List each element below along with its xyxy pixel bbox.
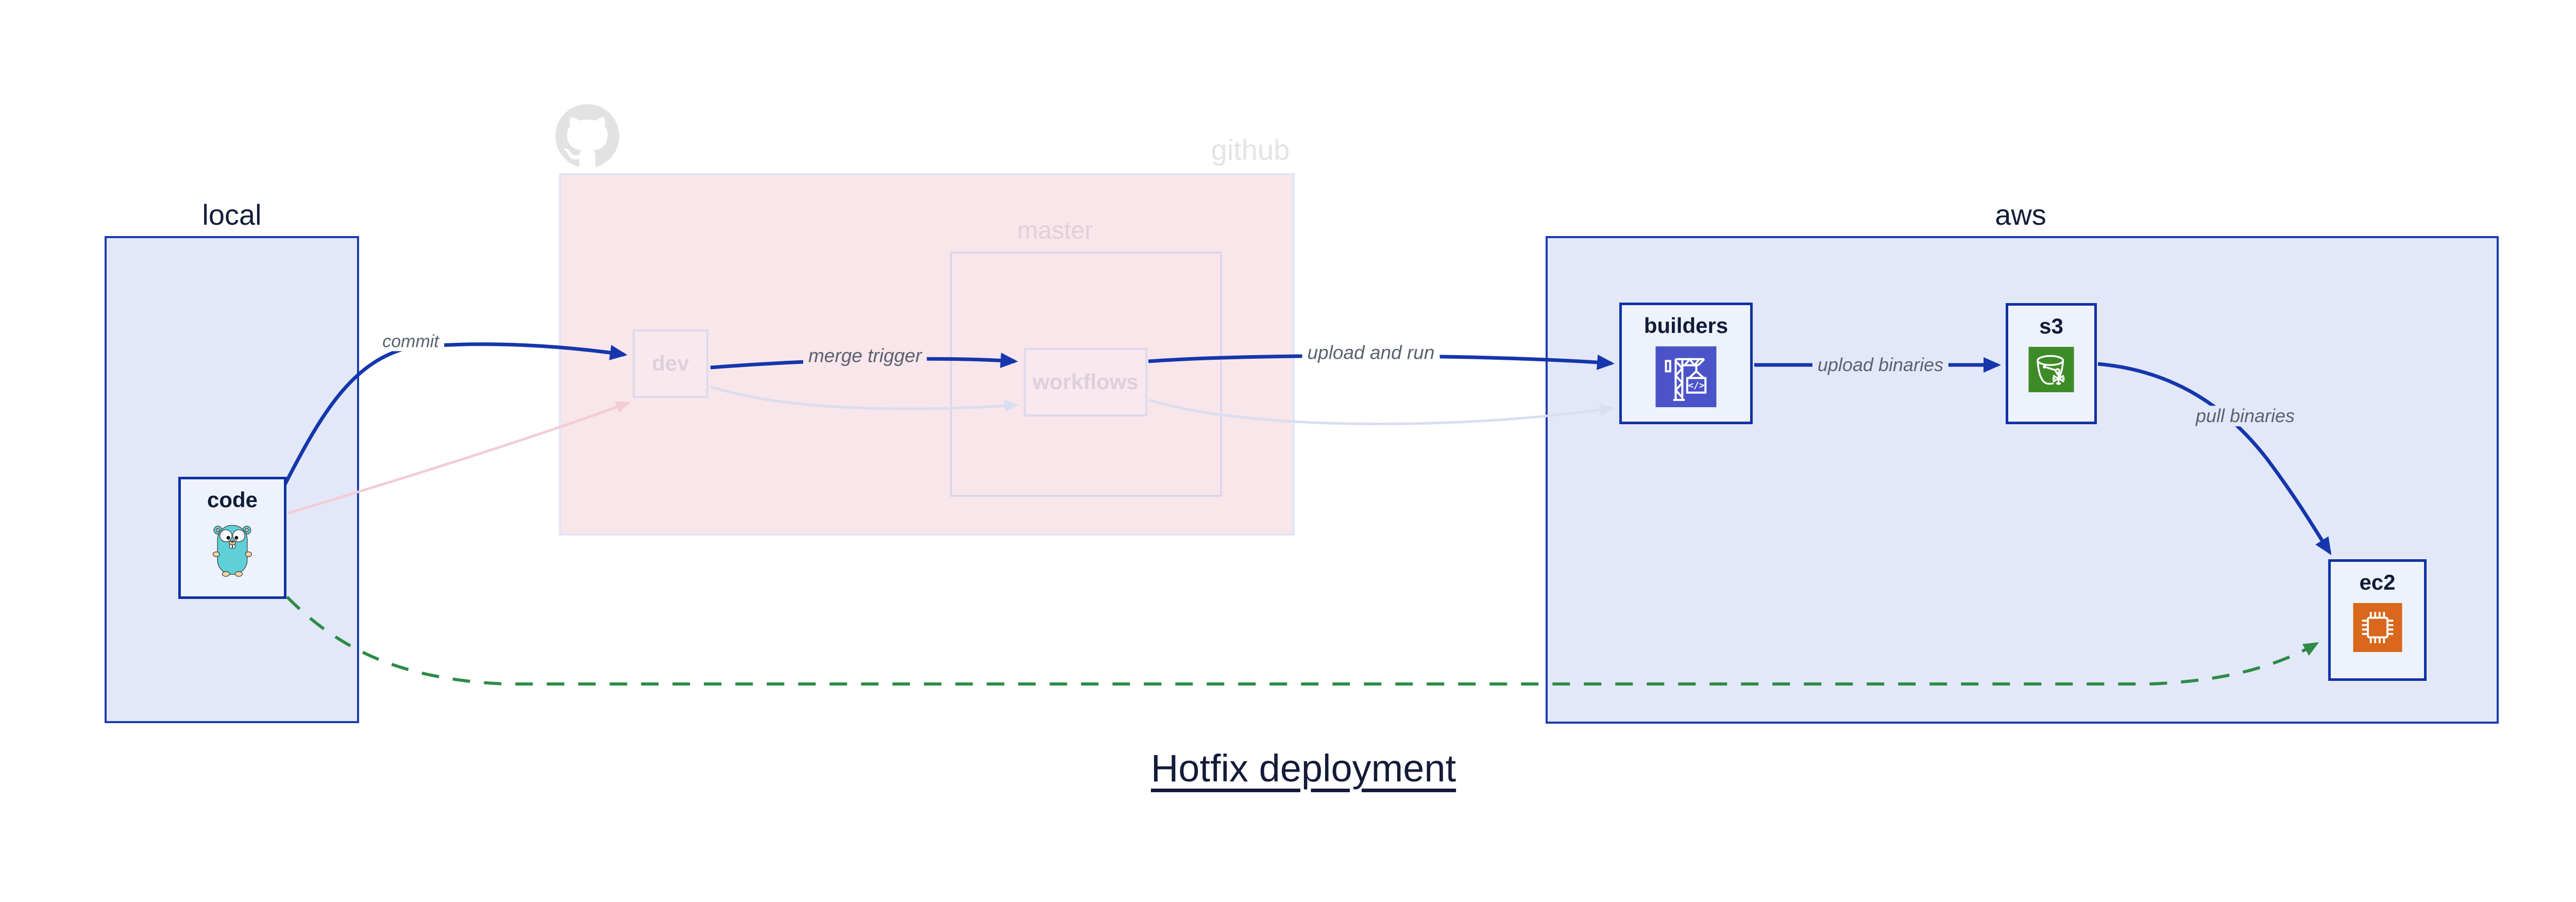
edge-label-upload-and-run: upload and run xyxy=(1302,342,1440,364)
edge-label-commit: commit xyxy=(377,331,444,352)
node-s3: s3 xyxy=(2006,303,2097,424)
node-code-label: code xyxy=(207,488,258,512)
node-workflows: workflows xyxy=(1024,348,1147,416)
node-builders-label: builders xyxy=(1643,313,1728,338)
edge-label-merge-trigger: merge trigger xyxy=(803,345,927,367)
node-ec2: ec2 xyxy=(2328,559,2427,681)
go-gopher-icon xyxy=(212,525,252,577)
node-ec2-label: ec2 xyxy=(2359,570,2396,594)
codebuild-crane-icon: </> xyxy=(1655,346,1717,408)
node-workflows-label: workflows xyxy=(1032,370,1139,394)
diagram-title: Hotfix deployment xyxy=(1150,747,1456,790)
github-octocat-icon xyxy=(555,104,619,166)
ec2-chip-icon xyxy=(2353,603,2402,653)
codebuild-code-glyph: </> xyxy=(1688,381,1705,391)
s3-bucket-icon xyxy=(2028,347,2074,393)
node-s3-label: s3 xyxy=(2039,314,2063,338)
node-dev-label: dev xyxy=(652,351,689,376)
node-builders: builders </> xyxy=(1619,303,1753,424)
node-dev: dev xyxy=(633,329,708,398)
local-group-label: local xyxy=(202,198,262,231)
edge-label-upload-binaries: upload binaries xyxy=(1812,355,1949,375)
node-code: code xyxy=(178,477,286,599)
master-group-label: master xyxy=(1017,217,1093,244)
master-group-box xyxy=(950,252,1222,497)
github-group-label: github xyxy=(1211,133,1290,166)
edge-label-pull-binaries: pull binaries xyxy=(2190,406,2300,426)
aws-group-label: aws xyxy=(1995,198,2046,231)
